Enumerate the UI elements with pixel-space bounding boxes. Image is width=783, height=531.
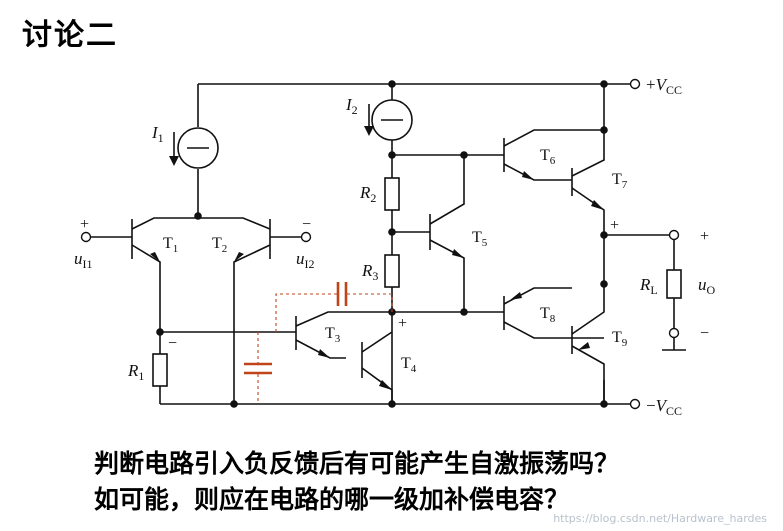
t1-label: T1 — [163, 235, 178, 255]
i1-label: I1 — [151, 123, 164, 145]
terminals — [80, 78, 680, 410]
compensation-capacitor-miller — [275, 282, 393, 332]
r1-label: R1 — [127, 361, 144, 383]
t6-label: T6 — [540, 147, 556, 167]
i2-arrowhead-icon — [364, 126, 374, 136]
emitter-arrows — [150, 171, 604, 390]
input1-label: uI1 — [74, 249, 93, 271]
slide-title: 讨论二 — [22, 18, 118, 53]
t4-polarity-mark: + — [398, 315, 407, 332]
out-node-polarity-mark: + — [610, 217, 619, 234]
supply-pos-label: +VCC — [646, 75, 682, 97]
t7-label: T7 — [612, 171, 628, 191]
input2-sign: − — [302, 216, 311, 233]
output-plus: + — [700, 228, 709, 245]
current-source-i1 — [177, 127, 219, 169]
input1-sign: + — [80, 216, 89, 233]
compensation-capacitor-shunt — [244, 332, 272, 404]
junction-dots — [156, 80, 608, 408]
output-label: uO — [698, 275, 716, 297]
r3-label: R3 — [361, 261, 378, 283]
supply-neg-label: −VCC — [646, 396, 682, 418]
r1-polarity-mark: − — [168, 335, 177, 352]
question-line-1: 判断电路引入负反馈后有可能产生自激振荡吗？ — [94, 449, 620, 478]
question-line-2: 如可能，则应在电路的哪一级加补偿电容？ — [94, 485, 570, 514]
wires — [90, 83, 686, 405]
i1-arrowhead-icon — [169, 156, 179, 166]
watermark: https://blog.csdn.net/Hardware_hardes — [553, 512, 767, 525]
resistor-rl — [666, 269, 682, 299]
t4-label: T4 — [401, 355, 417, 375]
t8-label: T8 — [540, 305, 556, 325]
t2-label: T2 — [212, 235, 227, 255]
input2-label: uI2 — [296, 249, 315, 271]
resistor-r1 — [152, 353, 168, 387]
t3-label: T3 — [325, 325, 341, 345]
r2-label: R2 — [359, 183, 376, 205]
current-source-i2 — [371, 99, 413, 141]
resistor-r2 — [384, 177, 400, 211]
t9-label: T9 — [612, 329, 628, 349]
rl-label: RL — [639, 275, 658, 297]
i2-label: I2 — [345, 95, 358, 117]
output-minus: − — [700, 325, 709, 342]
resistor-r3 — [384, 254, 400, 288]
t5-label: T5 — [472, 229, 488, 249]
